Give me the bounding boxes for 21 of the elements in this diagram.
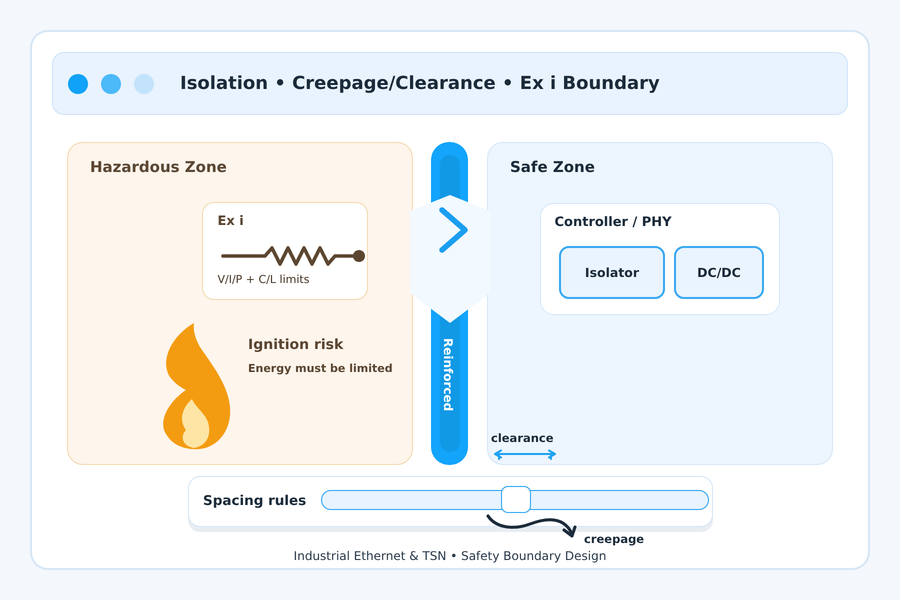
diagram-title: Isolation • Creepage/Clearance • Ex i Boundary xyxy=(180,73,660,94)
risk-heading: Ignition risk xyxy=(248,337,344,353)
panel-label: Spacing rules xyxy=(203,493,306,509)
module-box xyxy=(559,246,665,299)
dimension-label: creepage xyxy=(584,532,644,546)
zone-heading: Safe Zone xyxy=(510,158,595,176)
card-heading: Ex i xyxy=(218,214,244,228)
limits-text: V/I/P + C/L limits xyxy=(218,272,310,286)
component-card xyxy=(202,202,368,300)
risk-note: Energy must be limited xyxy=(248,362,393,375)
zone-panel xyxy=(487,142,833,465)
barrier-label: Reinforced xyxy=(441,338,455,412)
card-heading: Controller / PHY xyxy=(554,214,672,230)
component-card xyxy=(540,202,780,314)
zone-panel xyxy=(67,142,413,465)
module-box xyxy=(674,246,764,299)
diagram-caption: Industrial Ethernet & TSN • Safety Boundary Design xyxy=(294,549,606,563)
module-label: Isolator xyxy=(584,265,640,280)
module-label: DC/DC xyxy=(697,265,741,280)
zone-heading: Hazardous Zone xyxy=(90,158,227,176)
dimension-label: clearance xyxy=(491,431,554,445)
